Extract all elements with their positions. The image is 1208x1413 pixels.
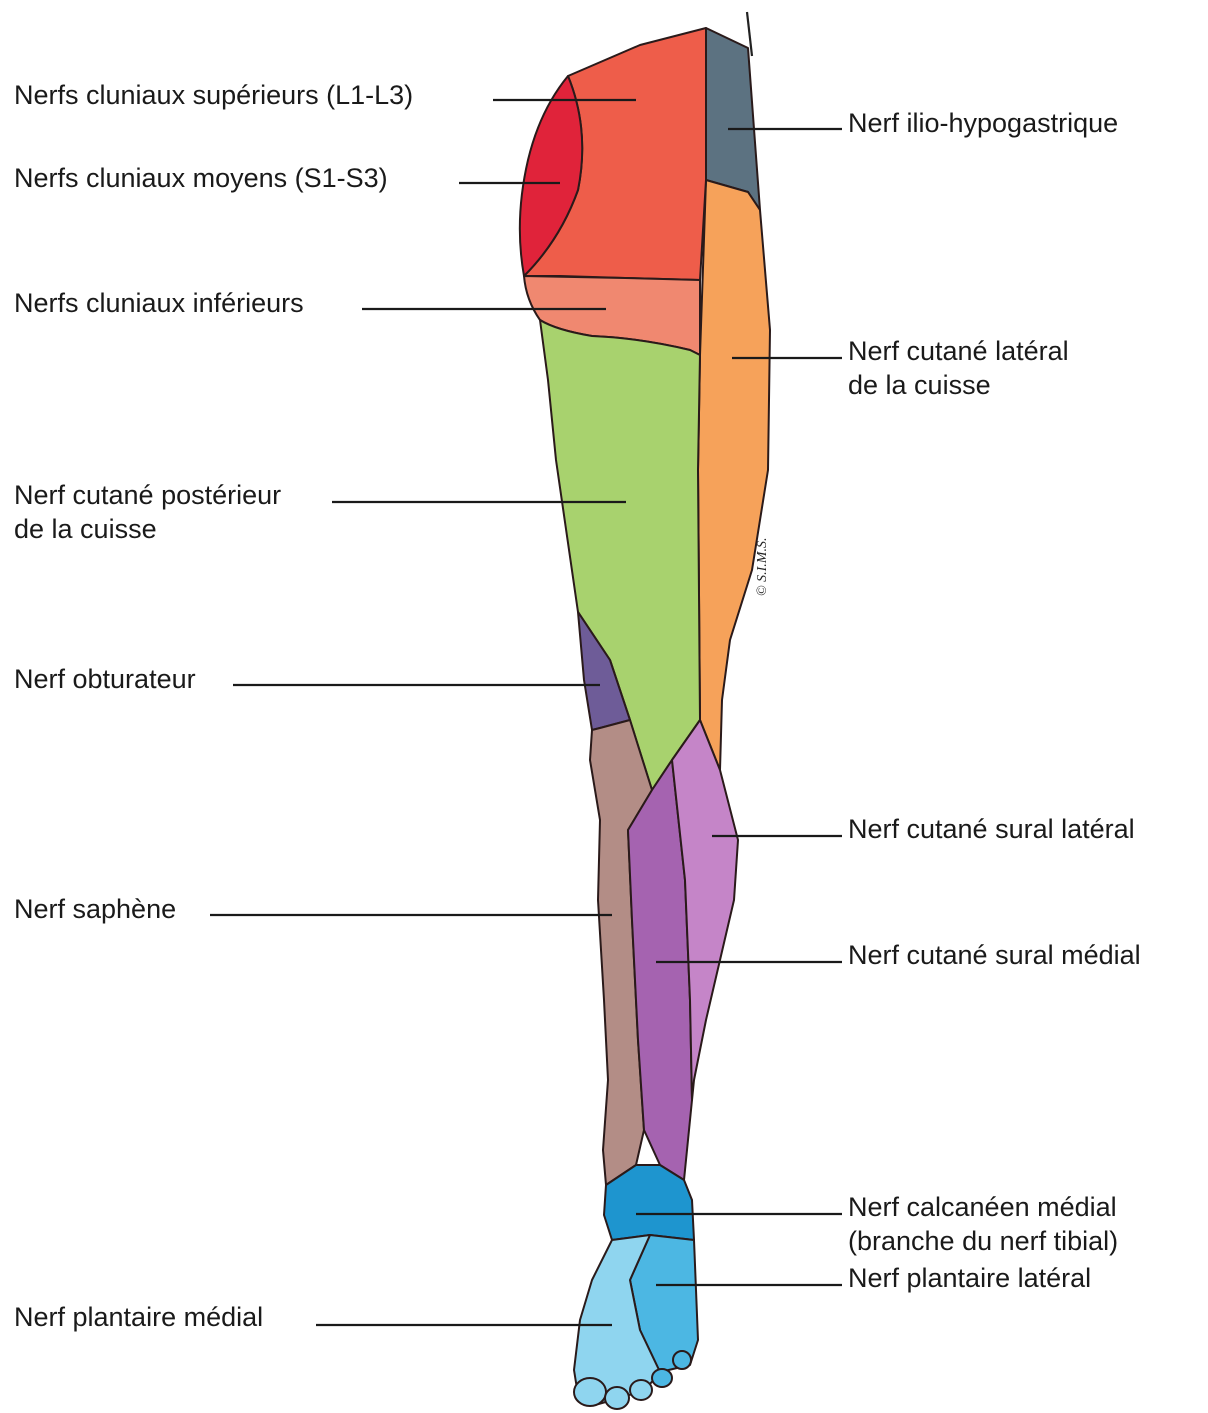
label-cutane-sural-lateral: Nerf cutané sural latéral [848, 814, 1135, 844]
copyright-notice: © S.I.M.S. [755, 538, 770, 596]
label-cutane-lateral-cuisse-line2: de la cuisse [848, 370, 991, 400]
zone-cutane-lateral-cuisse [698, 180, 770, 770]
label-saphene: Nerf saphène [14, 894, 176, 924]
label-cutane-posterieur-cuisse-line2: de la cuisse [14, 514, 157, 544]
label-plantaire-medial: Nerf plantaire médial [14, 1302, 263, 1332]
label-cluniaux-superieurs: Nerfs cluniaux supérieurs (L1-L3) [14, 80, 413, 110]
label-cutane-lateral-cuisse-line1: Nerf cutané latéral [848, 336, 1069, 366]
label-cutane-posterieur-cuisse-line1: Nerf cutané postérieur [14, 480, 281, 510]
label-obturateur: Nerf obturateur [14, 664, 196, 694]
label-cluniaux-inferieurs: Nerfs cluniaux inférieurs [14, 288, 304, 318]
label-calcaneen-medial-line2: (branche du nerf tibial) [848, 1226, 1118, 1256]
label-cluniaux-moyens: Nerfs cluniaux moyens (S1-S3) [14, 163, 388, 193]
label-cutane-sural-medial: Nerf cutané sural médial [848, 940, 1141, 970]
label-plantaire-lateral: Nerf plantaire latéral [848, 1263, 1091, 1293]
label-calcaneen-medial-line1: Nerf calcanéen médial [848, 1192, 1117, 1222]
label-ilio-hypogastrique: Nerf ilio-hypogastrique [848, 108, 1118, 138]
